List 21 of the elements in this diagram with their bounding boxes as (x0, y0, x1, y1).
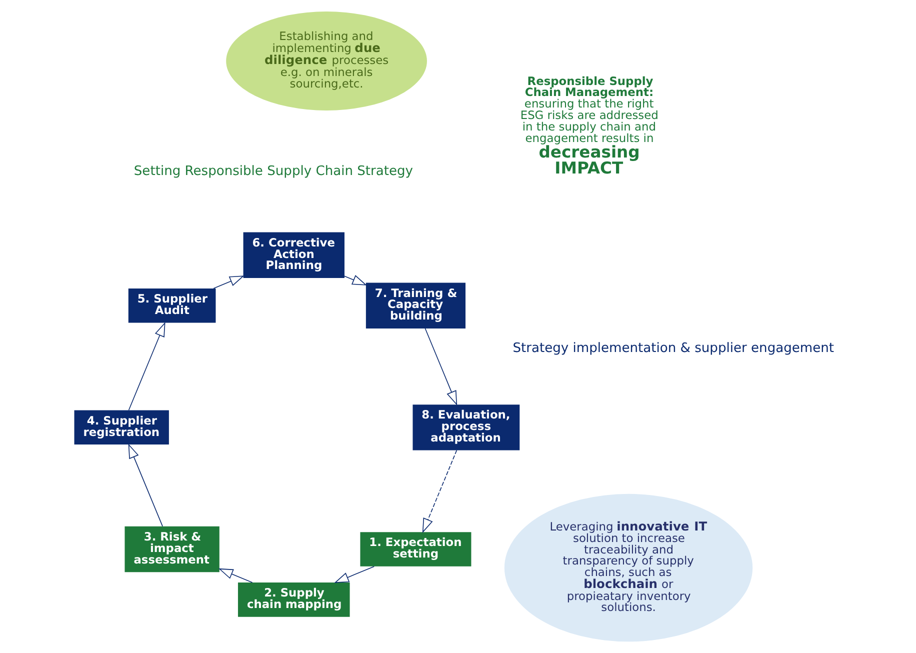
node-box: 6. Corrective Action Planning (242, 232, 344, 278)
arrow (424, 328, 457, 406)
node-box: 5. Supplier Audit (128, 288, 216, 323)
node-box: 7. Training & Capacity building (365, 282, 465, 328)
node-box: 4. Supplier registration (74, 410, 168, 445)
label: Setting Responsible Supply Chain Strategy (133, 164, 413, 180)
arrow (128, 444, 162, 527)
node-box: 3. Risk & impact assessment (124, 526, 219, 572)
arrow (334, 566, 374, 584)
node-box: 8. Evaluation, process adaptation (412, 404, 520, 450)
node-ellipse: Establishing and implementing due diligence processes e.g. on minerals sourcing,etc. (226, 12, 426, 110)
arrow (218, 568, 252, 583)
arrow (422, 450, 457, 534)
arrow (344, 275, 366, 286)
label: Strategy implementation & supplier engagement (512, 341, 834, 356)
node-box: 2. Supply chain mapping (237, 582, 350, 617)
arrow (128, 322, 165, 411)
node-text: Responsible Supply Chain Management: ensuring that the right ESG risks are addressed in the supply chain and engagement results in decreasing IMPACT (520, 74, 658, 178)
arrow (212, 276, 244, 289)
node-box: 1. Expectation setting (360, 532, 471, 566)
node-ellipse: Leveraging innovative IT solution to increase traceability and transparency of supply chains, such as blockchain or propieatary inventory solutions. (504, 494, 752, 642)
